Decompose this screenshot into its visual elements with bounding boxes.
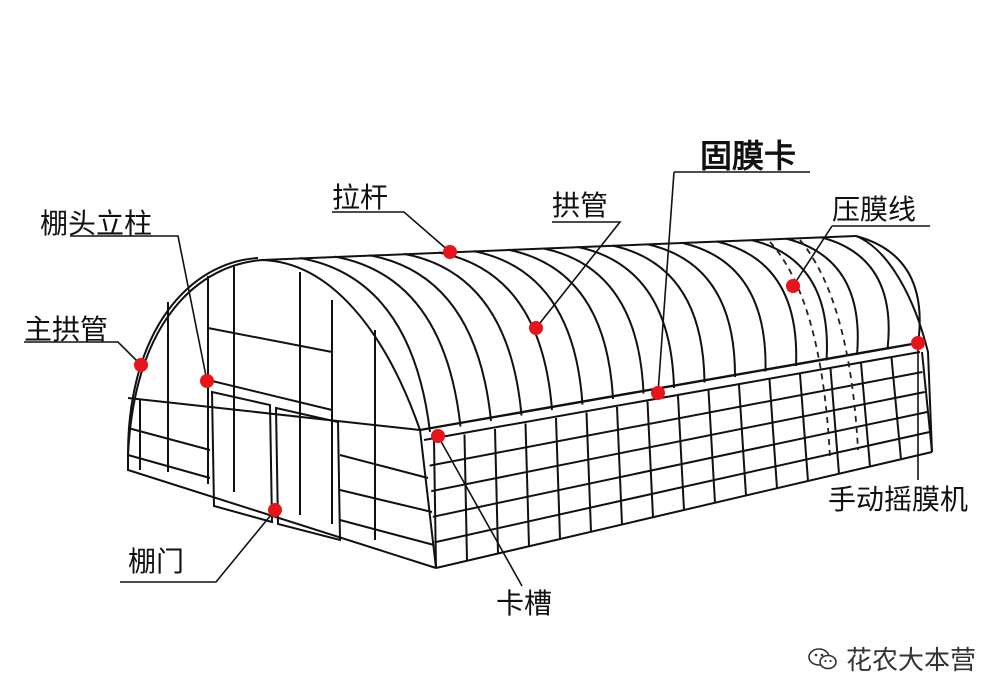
side-wall-post	[860, 362, 871, 467]
callout-zhu-gongguan	[24, 341, 142, 366]
roof-arch-pipe	[647, 243, 737, 378]
side-wall-post	[890, 357, 902, 460]
wechat-icon	[808, 647, 837, 669]
side-wall-post	[494, 428, 499, 554]
gable-rail	[127, 454, 211, 479]
side-wall-post	[677, 395, 685, 511]
side-wall-post	[433, 439, 437, 569]
roof-arch-pipe	[508, 248, 614, 400]
roof-arch-pipe	[334, 255, 462, 427]
callout-pengmen	[120, 509, 276, 583]
callout-gumo-ka	[657, 171, 810, 394]
roof-arch-pipe	[612, 244, 706, 383]
gable-rail	[339, 519, 435, 546]
door-left-panel	[210, 390, 274, 524]
side-wall-post	[829, 368, 840, 474]
marker-pengmen	[268, 503, 282, 517]
gable-rail	[339, 454, 429, 479]
marker-pengtou-lizhu	[200, 374, 214, 388]
roof-arch-pipe	[473, 250, 584, 405]
marker-gumo-ka	[651, 386, 665, 400]
label-shoudong-yaomoji: 手动摇膜机	[828, 483, 969, 516]
eave-rail-bottom	[423, 351, 921, 441]
side-wall-post	[738, 384, 747, 496]
label-pengtou-lizhu: 棚头立柱	[40, 207, 153, 240]
side-wall-post	[463, 434, 468, 561]
side-wall-post	[555, 417, 561, 540]
press-film-line	[769, 241, 831, 459]
roof-arch-pipe	[786, 237, 859, 356]
gable-rail	[207, 327, 333, 353]
back-arch	[855, 235, 933, 453]
callout-lines	[24, 171, 930, 587]
side-wall-rail	[431, 391, 925, 493]
roof-arch-pipe	[404, 252, 523, 416]
roof-arch-pipe	[855, 235, 921, 345]
label-pengmen: 棚门	[128, 545, 185, 578]
side-wall-rail	[432, 411, 928, 518]
roof-arch-pipe	[438, 251, 553, 411]
gable-rail	[127, 397, 421, 431]
side-wall-rail	[429, 371, 923, 467]
side-wall-post	[585, 412, 592, 532]
side-wall-rail	[434, 431, 930, 544]
roof-arch-pipe	[716, 240, 798, 367]
marker-zhu-gongguan	[134, 358, 148, 372]
marker-dots	[134, 245, 925, 517]
marker-gongguan	[529, 321, 543, 335]
base-front	[127, 455, 437, 569]
side-wall-post	[768, 379, 778, 489]
label-yamo-xian: 压膜线	[832, 193, 917, 226]
label-gumo-ka: 固膜卡	[700, 137, 797, 175]
watermark-text: 花农大本营	[846, 646, 977, 676]
roof-arch-pipe	[369, 254, 492, 422]
side-wall-post	[524, 423, 530, 547]
marker-yamo-xian	[786, 279, 800, 293]
callout-yamo-xian	[792, 225, 930, 287]
press-film-line	[799, 239, 859, 451]
label-lagan: 拉杆	[332, 181, 389, 214]
callout-kacao	[437, 435, 523, 587]
gable-rail	[339, 489, 433, 513]
gable-rail	[127, 427, 211, 451]
side-wall-post	[799, 373, 809, 482]
side-wall-post	[646, 401, 654, 518]
label-zhu-gongguan: 主拱管	[24, 313, 109, 346]
side-wall-post	[921, 351, 933, 453]
callout-pengtou-lizhu	[70, 235, 208, 382]
eave-rail-top	[419, 341, 919, 432]
roof-arch-pipe	[751, 239, 828, 361]
door-right-panel	[274, 406, 342, 542]
roof-arch-pipe	[682, 241, 767, 372]
ridge-line	[261, 235, 857, 261]
roof-arch-pipe	[543, 247, 645, 394]
gable-rail	[207, 379, 333, 411]
roof-arch-pipe	[299, 257, 431, 433]
roof-arch-pipe	[577, 246, 675, 389]
greenhouse-structure	[127, 235, 933, 569]
label-gongguan: 拱管	[552, 189, 609, 222]
marker-lagan	[443, 245, 457, 259]
marker-kacao	[431, 429, 445, 443]
marker-shoudong-yaomoji	[911, 336, 925, 350]
callout-gongguan	[535, 221, 622, 329]
callout-lagan	[332, 211, 451, 253]
label-kacao: 卡槽	[496, 587, 553, 620]
side-wall-post	[616, 406, 623, 525]
watermark: 花农大本营	[808, 640, 976, 677]
roof-arch-pipe	[820, 236, 890, 350]
side-wall-post	[707, 390, 716, 503]
